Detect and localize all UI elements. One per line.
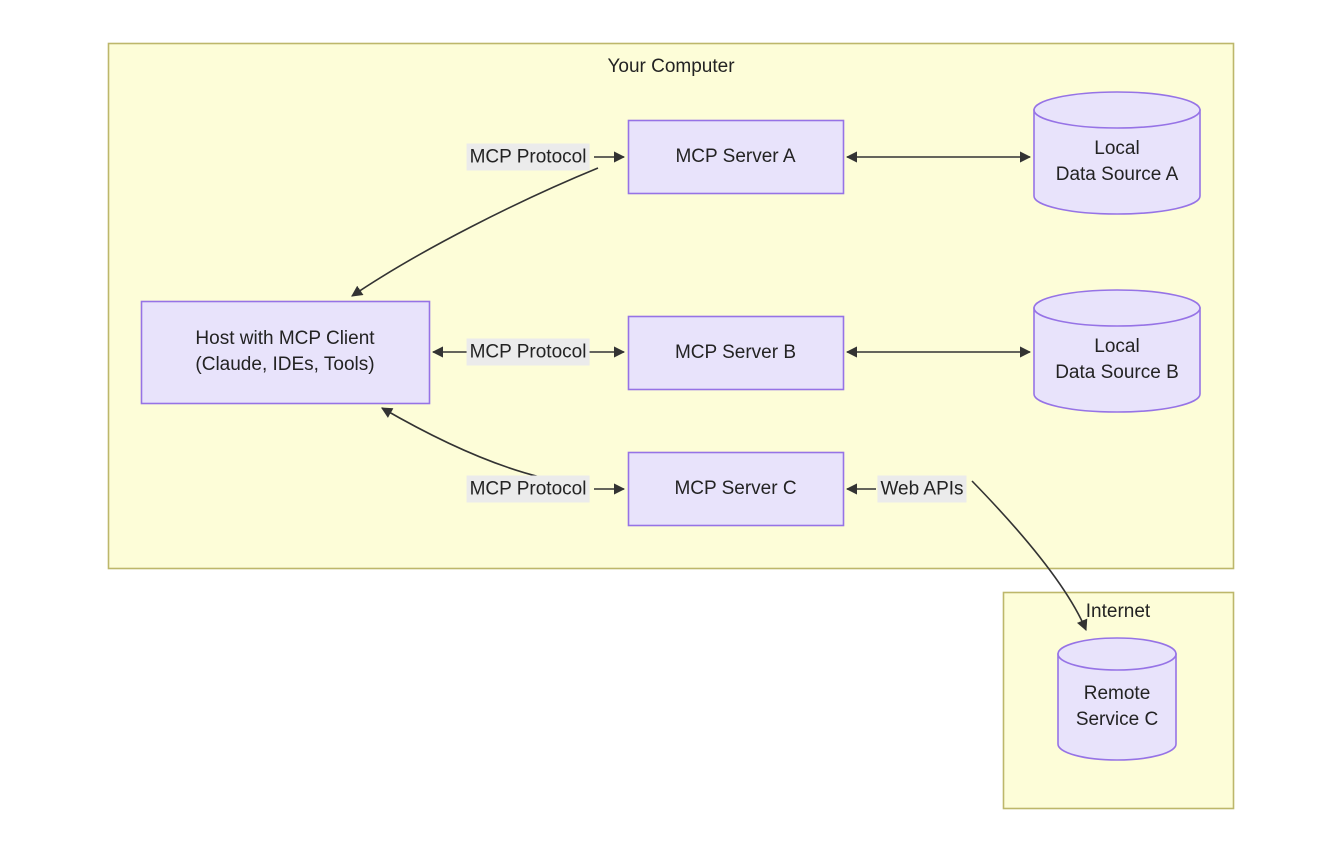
edge-label-host-to-server-b: MCP Protocol [466,338,590,366]
node-server-b[interactable] [627,315,845,391]
node-data-source-b[interactable] [1033,289,1201,413]
edge-label-server-c-to-remote-c: Web APIs [877,475,967,503]
node-host[interactable] [140,300,431,405]
node-data-source-a[interactable] [1033,91,1201,215]
edge-label-host-to-server-c: MCP Protocol [466,475,590,503]
edge-server-c-to-remote-c-curve [971,480,1088,632]
edge-label-host-to-server-a: MCP Protocol [466,143,590,171]
group-title-internet: Internet [1085,601,1151,622]
node-remote-service-c[interactable] [1057,637,1177,761]
edge-host-to-server-a-curve [351,167,599,297]
group-title-your-computer: Your Computer [607,56,735,77]
node-server-a[interactable] [627,119,845,195]
edge-host-to-server-c-curve [381,407,541,478]
node-server-c[interactable] [627,451,845,527]
